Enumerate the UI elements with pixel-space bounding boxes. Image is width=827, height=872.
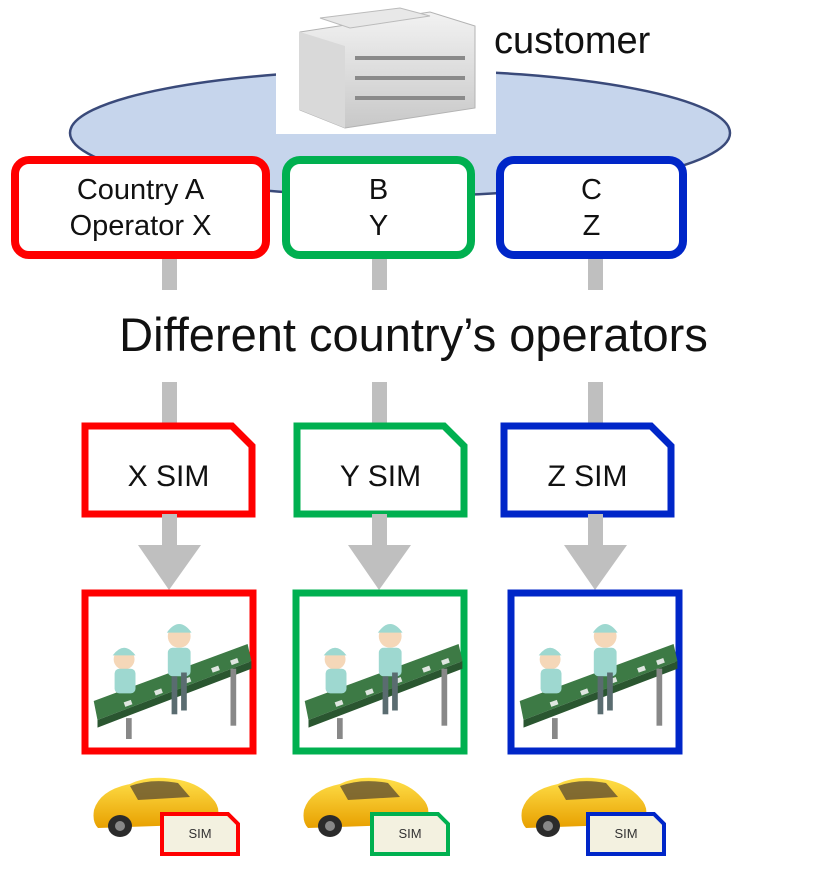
car-sim-z [586, 812, 666, 856]
operator-name: Operator X [69, 209, 212, 242]
operator-box-b [282, 156, 475, 259]
car-sim-x [160, 812, 240, 856]
operator-country: C [581, 173, 602, 206]
sim-card-y [293, 422, 468, 518]
operator-country: B [368, 173, 389, 206]
sim-label-y: Y SIM [339, 460, 422, 493]
sim-card-z [500, 422, 675, 518]
operator-box-a [11, 156, 270, 259]
sim-label-z: Z SIM [547, 460, 628, 493]
car-sim-y [370, 812, 450, 856]
diagram-title: Different country’s operators [119, 308, 708, 361]
operator-name: Z [582, 209, 601, 242]
car-sim-label: SIM [398, 826, 422, 841]
operator-a-text: Country A Operator X [15, 160, 266, 255]
customer-label: customer [494, 20, 651, 62]
operator-b-text: B Y [286, 160, 471, 255]
operator-c-text: C Z [500, 160, 683, 255]
operator-box-c [496, 156, 687, 259]
car-sim-label: SIM [614, 826, 638, 841]
operator-connectors [162, 256, 603, 426]
operator-name: Y [368, 209, 389, 242]
car-sim-label: SIM [188, 826, 212, 841]
office-building-icon [276, 0, 496, 134]
sim-card-x [81, 422, 256, 518]
sim-label-x: X SIM [127, 460, 210, 493]
down-arrow-icon [138, 514, 627, 590]
operator-country: Country A [76, 173, 205, 206]
